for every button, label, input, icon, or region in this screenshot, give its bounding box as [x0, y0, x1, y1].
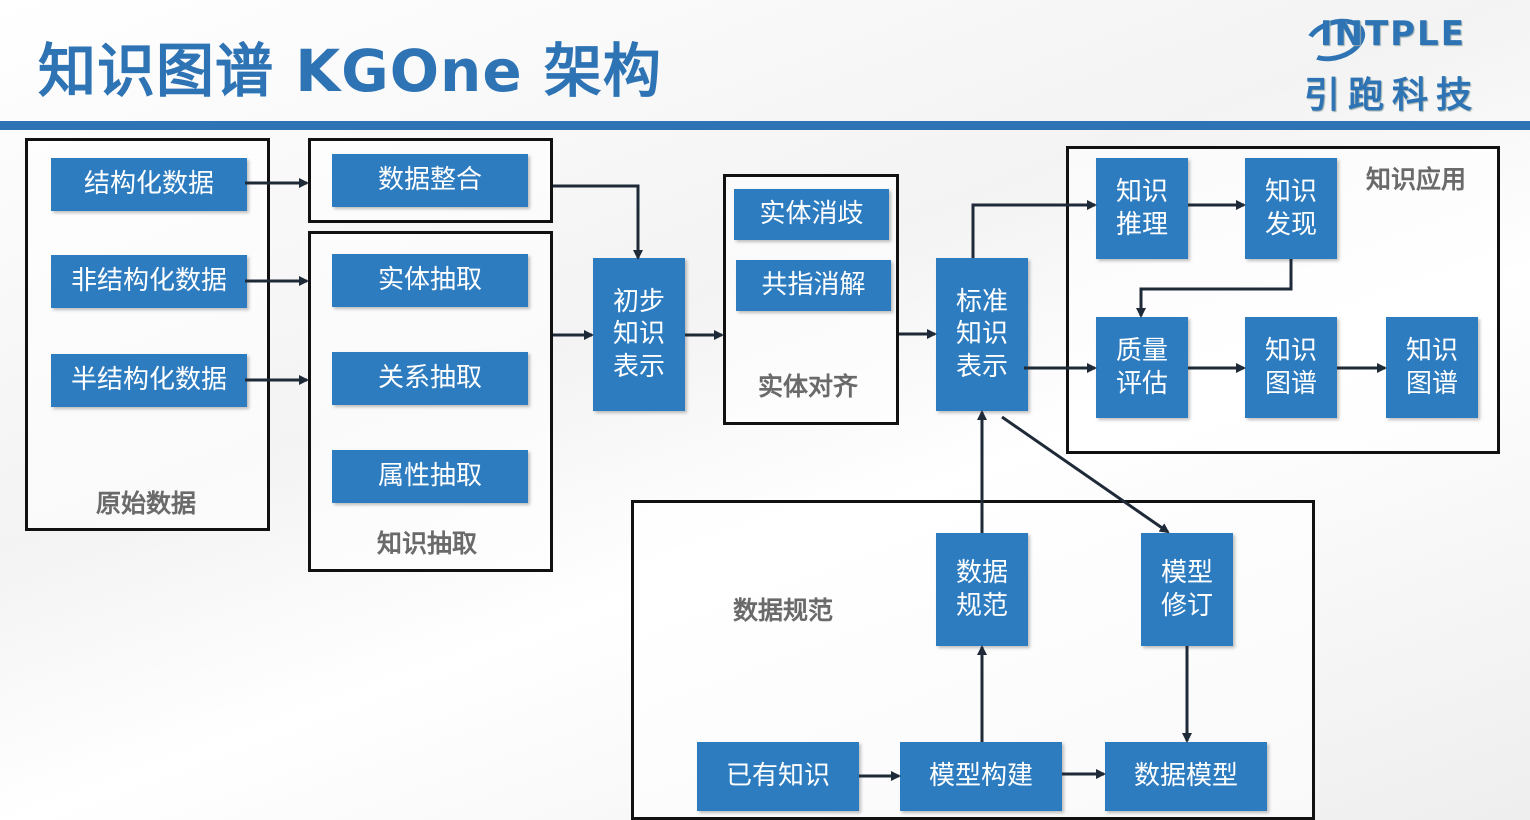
node-coreference-resolution: 共指消解	[736, 260, 891, 311]
node-entity-extraction: 实体抽取	[332, 254, 528, 307]
node-data-spec: 数据规范	[936, 533, 1028, 646]
logo-subtitle: 引跑科技	[1304, 75, 1481, 116]
node-preliminary-knowledge-representation: 初步知识表示	[593, 258, 685, 411]
node-data-model: 数据模型	[1105, 742, 1267, 811]
node-model-building: 模型构建	[900, 742, 1062, 811]
arrow-integration-to-preliminary	[553, 184, 643, 260]
node-relation-extraction: 关系抽取	[332, 352, 528, 405]
header-divider	[0, 121, 1530, 130]
node-structured-data: 结构化数据	[51, 158, 247, 211]
node-quality-assessment: 质量评估	[1096, 317, 1188, 418]
group-label-raw-data: 原始数据	[96, 489, 197, 518]
node-standard-knowledge-representation: 标准知识表示	[936, 258, 1028, 411]
group-label-entity-alignment: 实体对齐	[758, 372, 859, 401]
node-knowledge-graph-2: 知识图谱	[1386, 317, 1478, 418]
node-data-integration: 数据整合	[332, 154, 528, 207]
node-knowledge-discovery: 知识发现	[1245, 158, 1337, 259]
page-title: 知识图谱 KGOne 架构	[38, 37, 662, 105]
node-attribute-extraction: 属性抽取	[332, 450, 528, 503]
group-label-data-specification: 数据规范	[733, 596, 834, 625]
node-existing-knowledge: 已有知识	[697, 742, 859, 811]
node-knowledge-graph-1: 知识图谱	[1245, 317, 1337, 418]
group-label-knowledge-extraction: 知识抽取	[377, 529, 478, 558]
node-semi-structured-data: 半结构化数据	[51, 354, 247, 407]
node-unstructured-data: 非结构化数据	[51, 255, 247, 308]
group-label-knowledge-application: 知识应用	[1366, 165, 1467, 194]
node-entity-disambiguation: 实体消歧	[734, 189, 889, 240]
node-knowledge-reasoning: 知识推理	[1096, 158, 1188, 259]
logo-text: INTPLE	[1319, 14, 1466, 54]
node-model-revision: 模型修订	[1141, 533, 1233, 646]
